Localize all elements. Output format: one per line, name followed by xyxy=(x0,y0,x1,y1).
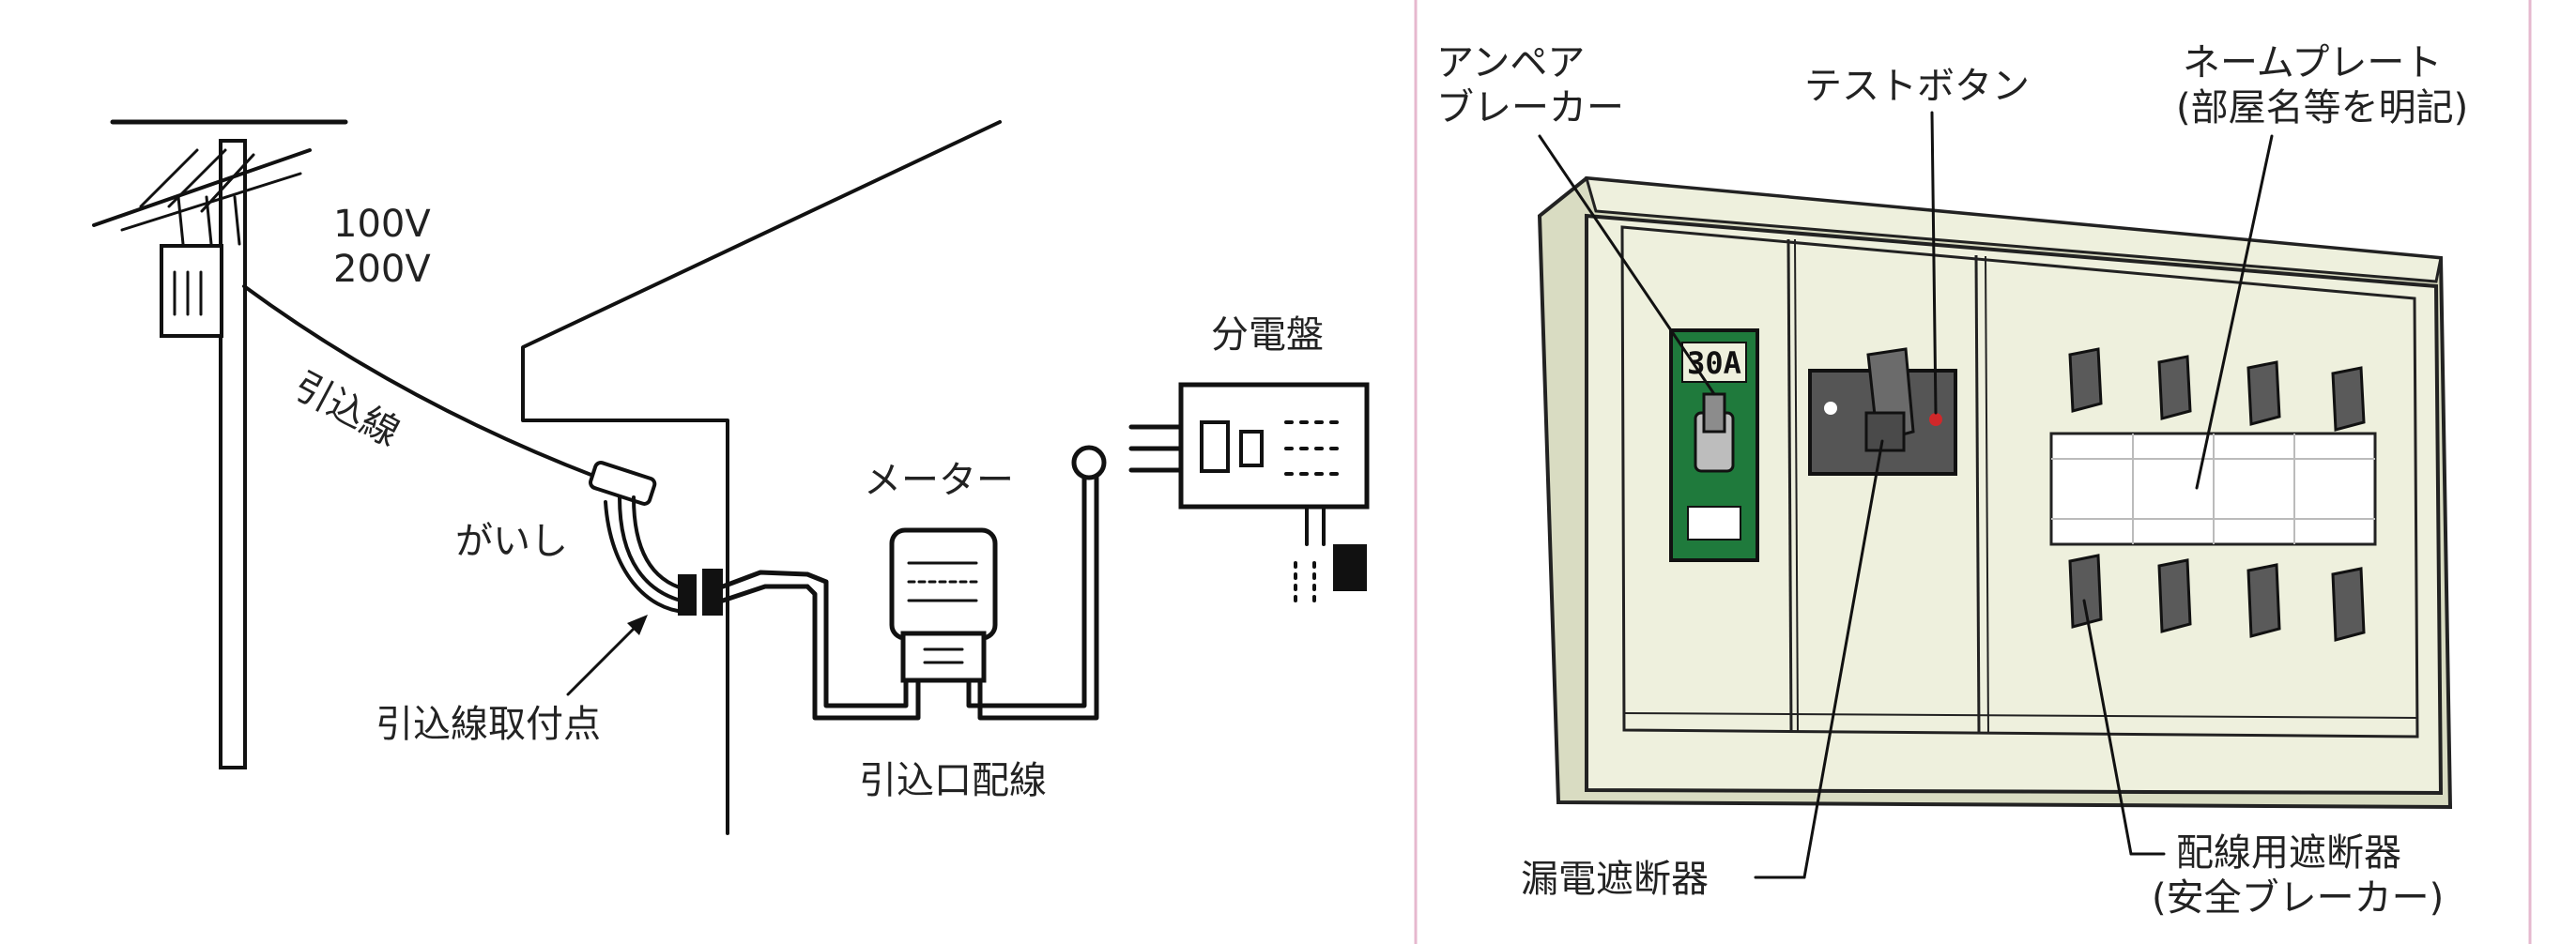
branch-breakers xyxy=(2049,347,2377,642)
insulator-label: がいし xyxy=(455,520,568,563)
transformer xyxy=(160,244,223,338)
test-button-dot xyxy=(1929,413,1942,426)
house-outline xyxy=(521,120,1002,835)
nameplate-label-line1: ネームプレート xyxy=(2183,41,2442,84)
ampere-breaker: 30A xyxy=(1669,328,1759,562)
attachment-point-label: 引込線取付点 xyxy=(376,703,601,746)
voltage-100v-label: 100V xyxy=(333,203,431,246)
nameplate-label-line2: (部屋名等を明記) xyxy=(2176,86,2468,129)
ground-fault-breaker xyxy=(1808,347,1957,476)
leader-lines xyxy=(1538,111,2274,879)
test-button-label: テストボタン xyxy=(1804,65,2030,108)
utility-pole xyxy=(92,119,348,769)
breaker-panel-body xyxy=(1537,175,2453,810)
attachment-arrowhead xyxy=(627,615,648,635)
wire-entry-point xyxy=(1071,445,1107,480)
voltage-200v-label: 200V xyxy=(333,248,431,291)
attachment-leader xyxy=(566,622,640,696)
entrance-wiring-label: 引込口配線 xyxy=(859,759,1047,802)
attachment-point xyxy=(678,569,810,616)
indicator-light xyxy=(1824,402,1837,415)
insulator xyxy=(589,461,657,506)
meter xyxy=(889,527,998,683)
branch-breaker-label-line1: 配線用遮断器 xyxy=(2176,831,2401,875)
ampere-breaker-label-line1: アンペア xyxy=(1436,41,1585,84)
left-panel: 100V 200V 引込線 がいし 引込線取付点 メーター 引込口配線 分電盤 xyxy=(92,119,1370,835)
branch-breaker-label-line2: (安全ブレーカー) xyxy=(2152,876,2444,920)
service-drop-wire xyxy=(242,284,603,480)
distribution-board-label: 分電盤 xyxy=(1211,313,1324,357)
ampere-rating-text: 30A xyxy=(1687,345,1741,381)
entrance-wiring xyxy=(805,571,921,721)
ampere-breaker-label-line2: ブレーカー xyxy=(1436,86,1624,129)
nameplate xyxy=(2049,432,2377,546)
right-panel: 30A xyxy=(1436,41,2468,920)
ground-fault-breaker-label: 漏電遮断器 xyxy=(1521,858,1709,901)
meter-label: メーター xyxy=(864,459,1014,502)
distribution-board xyxy=(1128,382,1370,602)
